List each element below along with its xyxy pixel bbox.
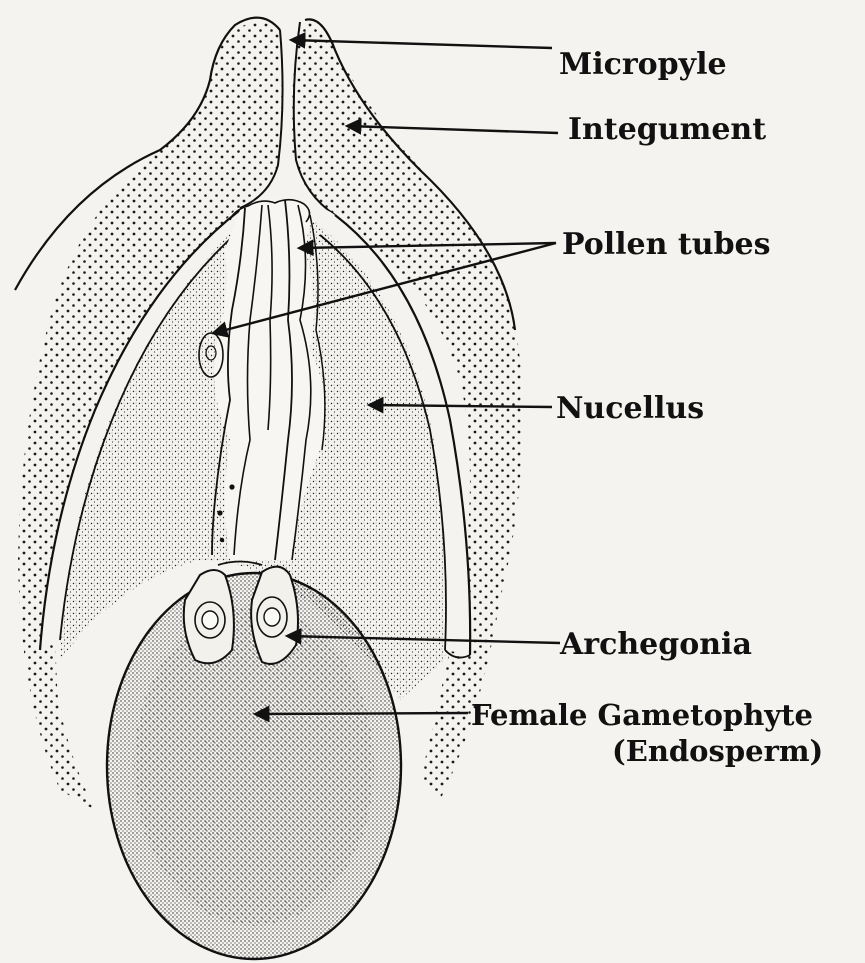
nucellus-label: Nucellus bbox=[556, 391, 704, 426]
archegonia-label: Archegonia bbox=[559, 627, 752, 662]
pollen-tubes-label: Pollen tubes bbox=[562, 227, 771, 262]
female-gametophyte-label: Female Gametophyte bbox=[471, 698, 813, 732]
micropyle-label: Micropyle bbox=[559, 47, 727, 82]
integument-label: Integument bbox=[568, 112, 766, 147]
endosperm-label: (Endosperm) bbox=[612, 734, 823, 768]
female-gametophyte-leader bbox=[256, 713, 468, 714]
